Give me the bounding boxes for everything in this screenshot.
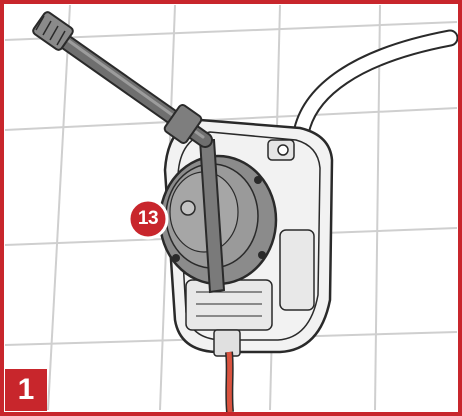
threaded-tip xyxy=(32,11,74,51)
step-number: 1 xyxy=(17,373,35,406)
callout-label: 13 xyxy=(137,208,159,229)
hose xyxy=(291,29,459,149)
motor xyxy=(158,154,278,286)
wire xyxy=(225,351,234,413)
shaft xyxy=(32,11,213,148)
step-number-box xyxy=(5,369,47,411)
callout-badge xyxy=(127,198,169,240)
